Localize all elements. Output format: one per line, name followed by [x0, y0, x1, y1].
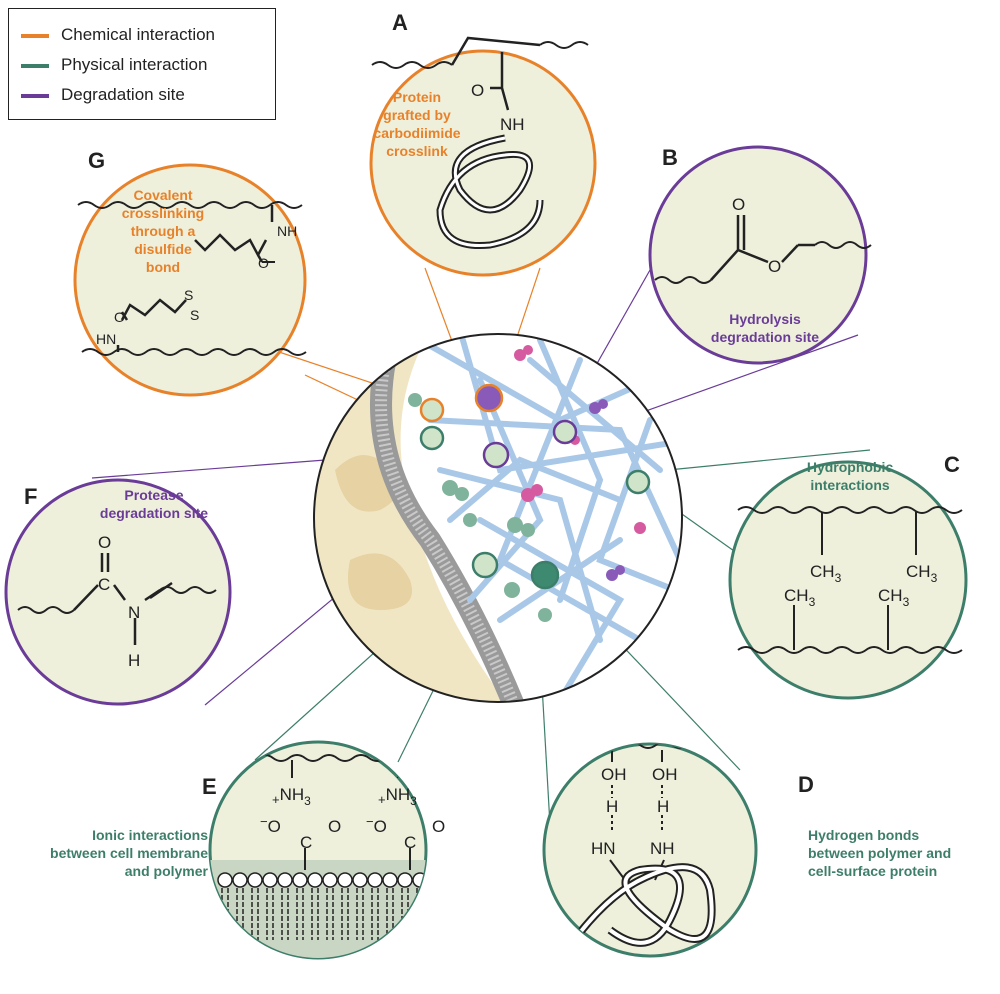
atom-d-oh-1: OH	[601, 765, 627, 784]
panel-letter-d: D	[798, 772, 814, 797]
legend-label-degradation: Degradation site	[61, 85, 185, 104]
atom-f-c: C	[98, 575, 110, 594]
panel-a	[369, 36, 597, 277]
lipid-bilayer	[217, 872, 426, 888]
atom-d-oh-2: OH	[652, 765, 678, 784]
panel-letter-e: E	[202, 774, 217, 799]
atom-d-hn: HN	[591, 839, 616, 858]
atom-g-s-2: S	[190, 307, 199, 323]
panel-letter-c: C	[944, 452, 960, 477]
caption-c: Hydrophobic interactions	[806, 459, 894, 493]
caption-d: Hydrogen bonds between polymer and cell-…	[808, 827, 952, 879]
panel-letter-g: G	[88, 148, 106, 173]
atom-e-coo-2: −O	[366, 814, 387, 836]
panel-letter-f: F	[24, 484, 38, 509]
cell-membrane	[370, 337, 531, 702]
caption-b: Hydrolysis degradation site	[710, 311, 820, 345]
atom-f-h: H	[128, 651, 140, 670]
atom-e-c-2: C	[404, 833, 416, 852]
atom-g-hn: HN	[96, 331, 116, 347]
atom-g-s-1: S	[184, 287, 193, 303]
center-hydrogel-circle	[313, 333, 683, 703]
atom-c-ch3-1: CH3	[810, 562, 842, 585]
atom-e-c-1: C	[300, 833, 312, 852]
panel-e	[208, 740, 428, 960]
connector-c-top	[647, 449, 871, 473]
zoom-spots	[419, 383, 651, 590]
panel-c	[728, 460, 968, 700]
atom-d-h-2: H	[657, 797, 669, 816]
panel-letter-a: A	[392, 10, 408, 35]
panel-f	[4, 478, 232, 706]
legend-swatch-chemical	[21, 33, 49, 38]
atom-e-o-2: O	[432, 817, 445, 836]
atom-b-o2: O	[768, 257, 781, 276]
legend-label-physical: Physical interaction	[61, 55, 208, 74]
panel-d	[542, 742, 758, 958]
atom-e-o-1: O	[328, 817, 341, 836]
panel-letter-b: B	[662, 145, 678, 170]
legend-item-degradation: Degradation site	[21, 85, 185, 105]
legend-swatch-degradation	[21, 93, 49, 98]
atom-e-nh3-1: +NH3	[272, 785, 311, 808]
caption-g: Covalent crosslinking through a disulfid…	[121, 187, 205, 275]
proteins	[408, 345, 646, 622]
caption-e: Ionic interactions between cell membrane…	[50, 827, 208, 879]
legend-label-chemical: Chemical interaction	[61, 25, 216, 44]
panel-g	[73, 163, 307, 397]
atom-d-h-1: H	[606, 797, 618, 816]
legend-item-physical: Physical interaction	[21, 55, 207, 75]
cell-organelles	[325, 455, 412, 668]
legend-box: Chemical interaction Physical interactio…	[8, 8, 276, 120]
atom-g-o-1: O	[258, 255, 269, 271]
atom-a-nh: NH	[500, 115, 525, 134]
legend-swatch-physical	[21, 63, 49, 68]
atom-e-coo-1: −O	[260, 814, 281, 836]
atom-c-ch3-3: CH3	[784, 586, 816, 609]
atom-b-o1: O	[732, 195, 745, 214]
legend-item-chemical: Chemical interaction	[21, 25, 215, 45]
atom-a-o: O	[471, 81, 484, 100]
atom-e-nh3-2: +NH3	[378, 785, 417, 808]
chemical-labels: O NH O O CH3 CH3 CH3 CH3 OH OH H H HN NH…	[96, 81, 938, 858]
panel-b	[648, 145, 872, 365]
atom-c-ch3-2: CH3	[906, 562, 938, 585]
atom-c-ch3-4: CH3	[878, 586, 910, 609]
caption-a: Protein grafted by carbodiimide crosslin…	[373, 89, 461, 159]
atom-f-n: N	[128, 603, 140, 622]
atom-g-nh: NH	[277, 223, 297, 239]
atom-f-o: O	[98, 533, 111, 552]
atom-d-nh: NH	[650, 839, 675, 858]
caption-f: Protease degradation site	[99, 487, 209, 521]
atom-g-o-2: O	[114, 309, 125, 325]
